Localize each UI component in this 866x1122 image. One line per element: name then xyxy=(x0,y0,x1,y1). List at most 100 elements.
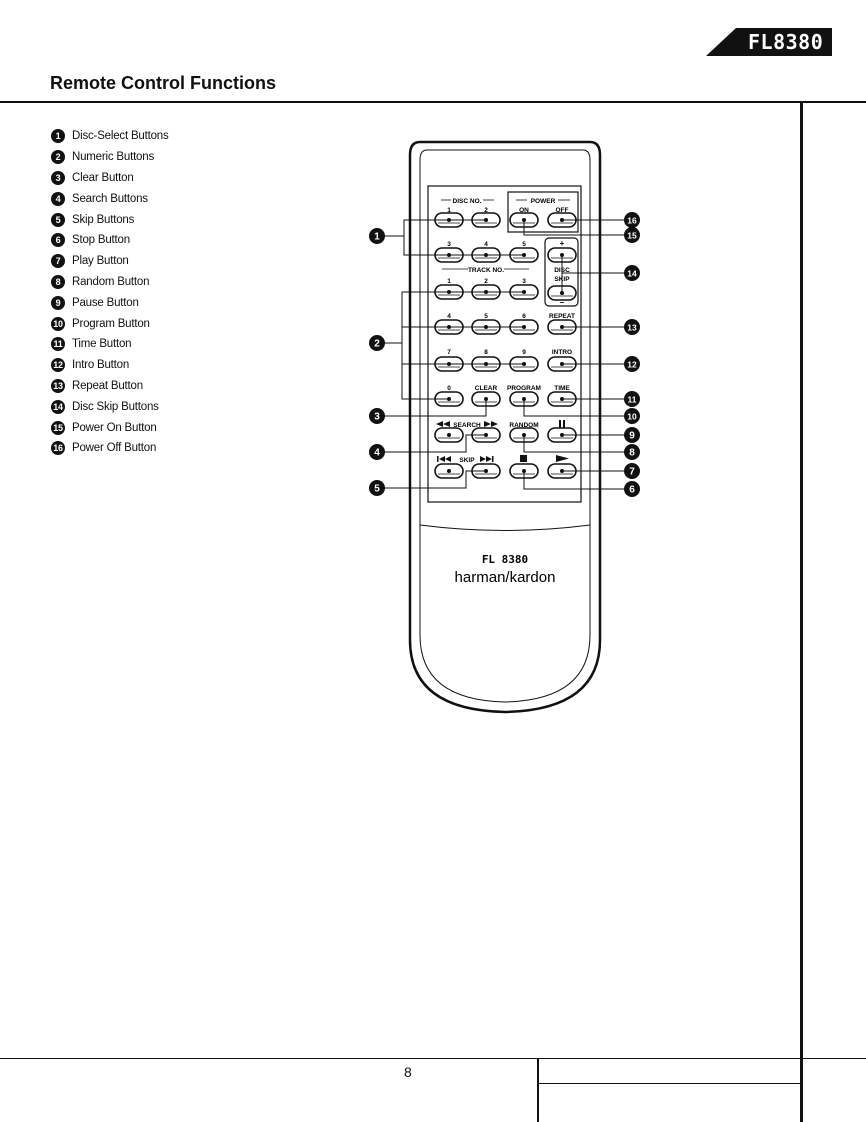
callout-number: 4 xyxy=(51,191,65,206)
remote-model-label: FL 8380 xyxy=(482,553,528,566)
digit-label: 2 xyxy=(484,207,488,214)
legend-label: Repeat Button xyxy=(72,379,143,392)
callout-number: 16 xyxy=(51,441,65,456)
legend-label: Intro Button xyxy=(72,359,130,372)
legend-label: Disc Skip Buttons xyxy=(72,400,159,413)
digit-label: 3 xyxy=(447,241,451,248)
digit-label: 7 xyxy=(447,349,451,356)
legend-label: Play Button xyxy=(72,255,129,268)
callout-15: 15 xyxy=(624,227,640,243)
legend-label: Stop Button xyxy=(72,234,130,247)
svg-text:2: 2 xyxy=(374,339,380,350)
power-off-label: OFF xyxy=(556,207,569,214)
legend-item: 5 Skip Buttons xyxy=(51,209,169,230)
legend-item: 8 Random Button xyxy=(51,272,169,293)
legend-label: Numeric Buttons xyxy=(72,151,155,164)
callout-number: 10 xyxy=(51,316,65,331)
digit-label: 9 xyxy=(522,349,526,356)
legend-label: Clear Button xyxy=(72,171,134,184)
callout-number: 3 xyxy=(51,170,65,185)
track-no-label: TRACK NO. xyxy=(468,267,504,274)
svg-text:16: 16 xyxy=(627,216,637,226)
callout-number: 15 xyxy=(51,420,65,435)
svg-text:6: 6 xyxy=(629,485,635,496)
callout-10: 10 xyxy=(624,408,640,424)
svg-text:8: 8 xyxy=(629,448,635,459)
time-label: TIME xyxy=(554,385,570,392)
model-tab: FL8380 xyxy=(706,28,832,56)
svg-text:9: 9 xyxy=(629,431,635,442)
callout-8: 8 xyxy=(624,444,640,460)
disc-skip-box xyxy=(544,237,579,307)
svg-text:5: 5 xyxy=(374,484,380,495)
legend-item: 3 Clear Button xyxy=(51,168,169,189)
callout-number: 13 xyxy=(51,378,65,393)
remote-diagram: DISC NO. POWER 1 2 ON OFF 3 4 5 + TRACK … xyxy=(369,140,640,714)
play-icon xyxy=(556,455,569,462)
remote-body xyxy=(408,140,602,714)
legend-item: 13 Repeat Button xyxy=(51,376,169,397)
model-name: FL8380 xyxy=(748,30,824,54)
callout-number: 5 xyxy=(51,212,65,227)
power-label: POWER xyxy=(531,198,556,205)
legend-label: Pause Button xyxy=(72,296,139,309)
disc-no-label: DISC NO. xyxy=(453,198,482,205)
callout-11: 11 xyxy=(624,391,640,407)
intro-label: INTRO xyxy=(552,349,572,356)
legend-label: Random Button xyxy=(72,275,150,288)
page-title: Remote Control Functions xyxy=(50,73,276,93)
disc-plus-label: + xyxy=(560,239,565,248)
digit-label: 1 xyxy=(447,207,451,214)
callout-number: 12 xyxy=(51,358,65,373)
header-rule xyxy=(0,101,866,103)
brand-logo: harman/kardon xyxy=(455,569,556,586)
callout-number: 11 xyxy=(51,337,65,352)
callout-14: 14 xyxy=(624,265,640,281)
pause-icon xyxy=(559,420,565,428)
program-label: PROGRAM xyxy=(507,385,541,392)
svg-text:13: 13 xyxy=(627,323,637,333)
callout-6: 6 xyxy=(624,481,640,497)
callout-5: 5 xyxy=(369,480,385,496)
footer-rule xyxy=(0,1058,866,1059)
callout-number: 6 xyxy=(51,233,65,248)
digit-label: 4 xyxy=(447,313,451,320)
callout-13: 13 xyxy=(624,319,640,335)
callout-number: 14 xyxy=(51,399,65,414)
search-rewind-icon xyxy=(436,421,450,427)
digit-label: 8 xyxy=(484,349,488,356)
digit-label: 4 xyxy=(484,241,488,248)
search-forward-icon xyxy=(484,421,498,427)
legend-label: Time Button xyxy=(72,338,132,351)
footer-divider xyxy=(537,1058,539,1122)
callout-7: 7 xyxy=(624,463,640,479)
legend-item: 6 Stop Button xyxy=(51,230,169,251)
callout-number: 1 xyxy=(51,129,65,144)
digit-label: 0 xyxy=(447,385,451,392)
random-label: RANDOM xyxy=(509,422,538,429)
callout-1: 1 xyxy=(369,228,385,244)
footer-inner-rule xyxy=(537,1083,801,1084)
svg-text:7: 7 xyxy=(629,467,635,478)
search-label: SEARCH xyxy=(453,422,481,429)
skip-label: SKIP xyxy=(459,457,475,464)
search-back-button[interactable] xyxy=(434,427,464,443)
callout-12: 12 xyxy=(624,356,640,372)
callout-16: 16 xyxy=(624,212,640,228)
callout-number: 9 xyxy=(51,295,65,310)
digit-label: 3 xyxy=(522,278,526,285)
svg-text:10: 10 xyxy=(627,412,637,422)
repeat-label: REPEAT xyxy=(549,313,575,320)
legend-label: Skip Buttons xyxy=(72,213,135,226)
svg-text:4: 4 xyxy=(374,448,380,459)
skip-back-button[interactable] xyxy=(434,463,464,479)
callout-leaders xyxy=(384,219,632,490)
callout-number: 8 xyxy=(51,274,65,289)
legend-item: 9 Pause Button xyxy=(51,292,169,313)
